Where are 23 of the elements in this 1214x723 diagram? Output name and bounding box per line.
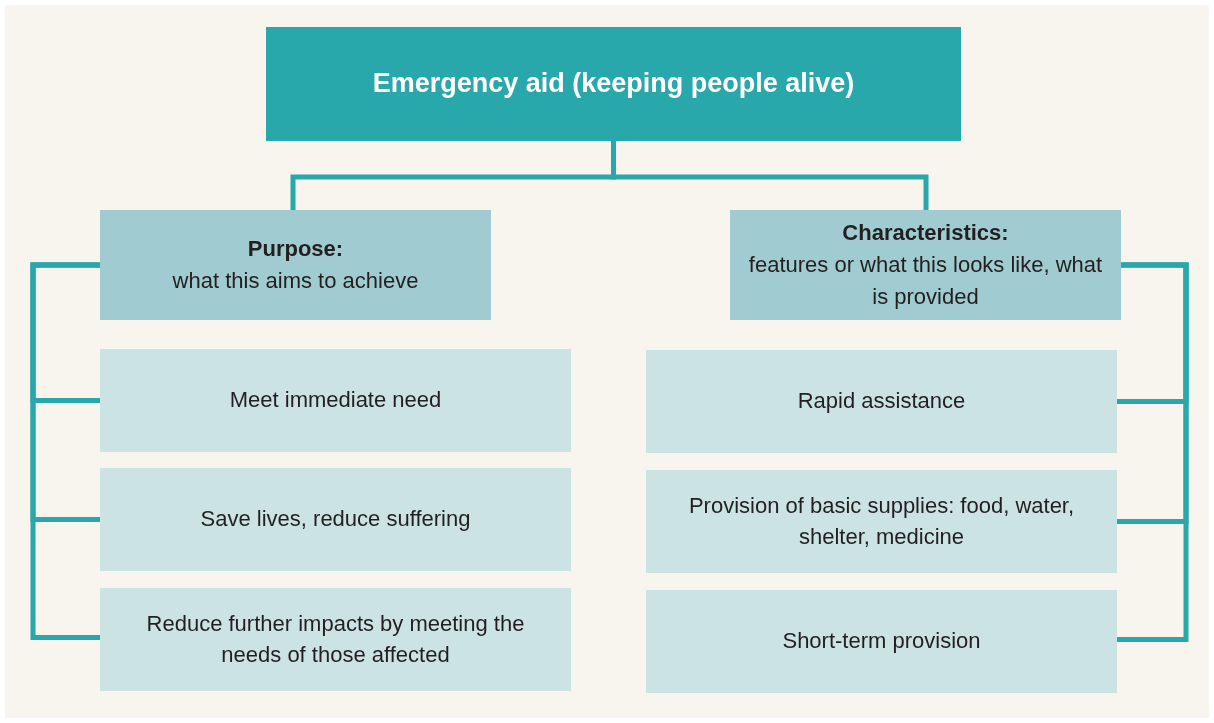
node-text: Short-term provision: [782, 627, 981, 656]
description-text: what this aims to achieve: [172, 267, 419, 295]
connector-line: [1117, 262, 1189, 642]
node-text: Provision of basic supplies: food, water, shelter, medicine: [687, 491, 1076, 551]
node-text: Meet immediate need: [229, 386, 442, 415]
category-box: [100, 210, 491, 320]
item-box: [100, 468, 571, 571]
node-text: Reduce further impacts by meeting the needs of those affected: [145, 609, 526, 669]
connector-line: [611, 141, 929, 210]
node-text: Rapid assistance: [797, 387, 966, 416]
description-text: features or what this looks like, what is provided: [748, 251, 1103, 311]
item-box: [646, 470, 1117, 573]
heading-text: Purpose:: [247, 235, 344, 264]
item-box: [100, 588, 571, 691]
category-box: [730, 210, 1121, 320]
node-text: Save lives, reduce suffering: [200, 505, 471, 534]
item-box: [646, 350, 1117, 453]
heading-text: Characteristics:: [842, 219, 1009, 248]
title-box: [266, 27, 961, 141]
item-box: [100, 349, 571, 452]
connector-line: [30, 262, 100, 640]
item-box: [646, 590, 1117, 693]
node-text: Emergency aid (keeping people alive): [372, 67, 855, 101]
